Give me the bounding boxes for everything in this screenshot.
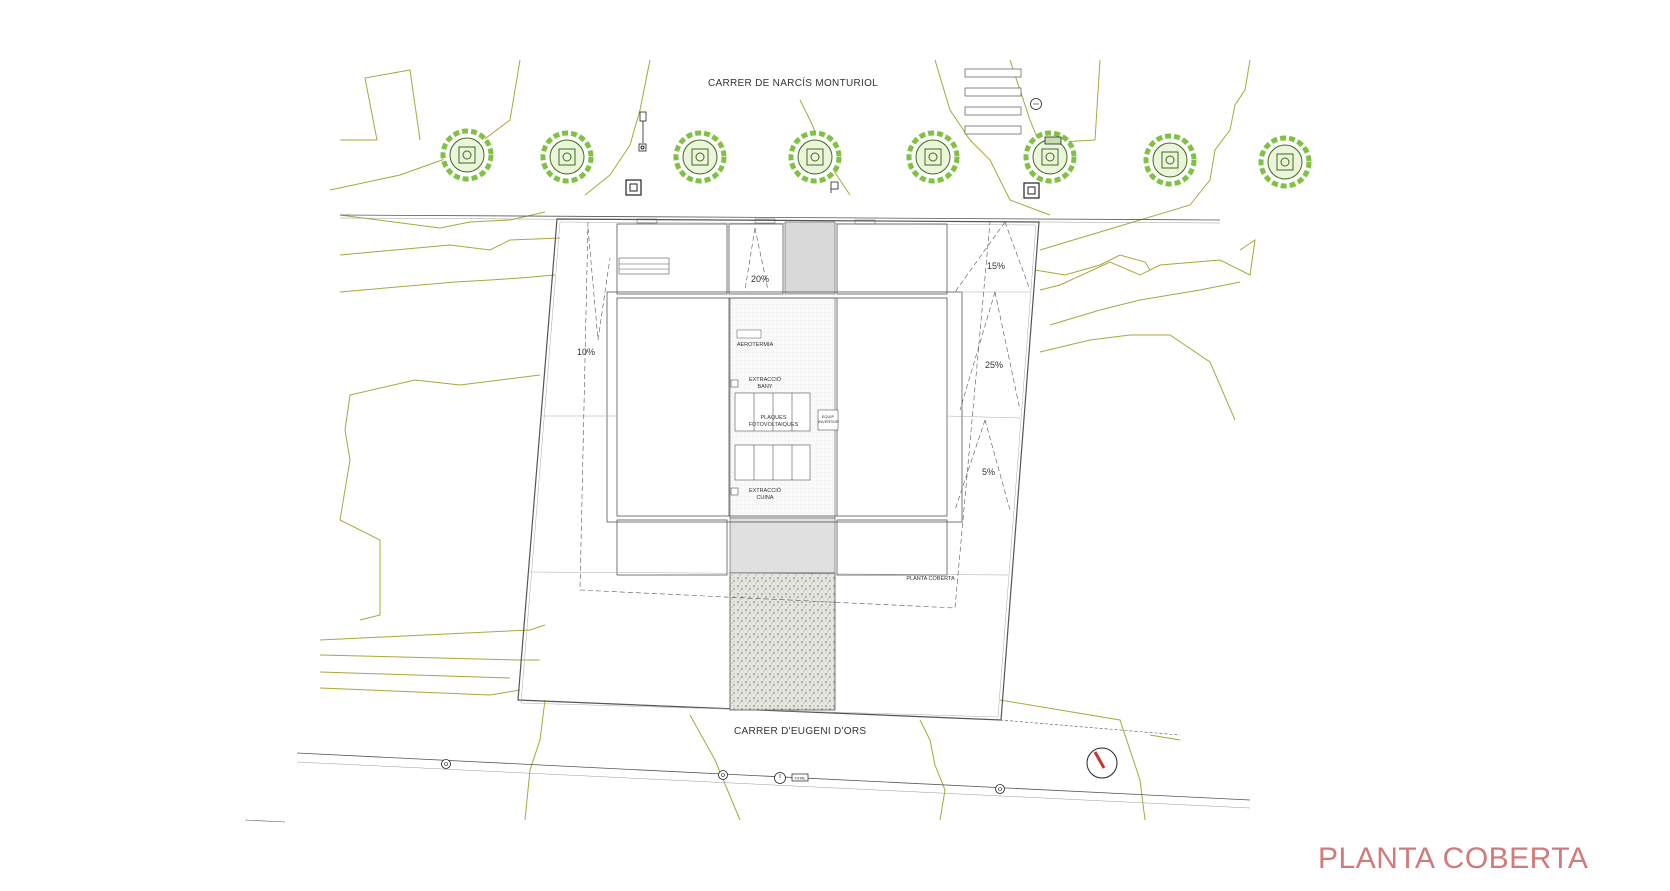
- kitchen-extraction-label: EXTRACCIÓ CUINA: [748, 488, 782, 501]
- clock-icon: [774, 772, 786, 784]
- bench-icon: [1044, 136, 1062, 145]
- meter-box: [791, 773, 809, 782]
- tree-icon: [1143, 133, 1197, 187]
- tree-icon: [673, 130, 727, 184]
- waste-bin-icon: [625, 179, 642, 196]
- aerothermal-label: AEROTERMIA: [736, 342, 774, 348]
- gravel-patio: [729, 572, 836, 711]
- slope-lines: [579, 221, 1031, 609]
- bath-extraction-label: EXTRACCIÓ BANY: [748, 377, 782, 390]
- tree-icon: [1023, 130, 1077, 184]
- slope-label-west: 10%: [577, 347, 596, 357]
- tree-icon: [788, 130, 842, 184]
- street-lines: [244, 214, 1251, 823]
- page-title: PLANTA COBERTA: [1318, 842, 1589, 875]
- meter-tag: TOTAL: [795, 777, 806, 781]
- manhole-icon: [441, 759, 451, 769]
- tree-icon: [540, 130, 594, 184]
- tree-icon: [1258, 135, 1312, 189]
- slope-label-east-top: 15%: [987, 261, 1006, 271]
- street-furniture: TOTAL: [441, 98, 1062, 794]
- roof-modules: [529, 218, 1030, 576]
- street-lamp-icon: [638, 111, 647, 152]
- slope-label-east-low: 5%: [982, 467, 996, 477]
- waste-bin-icon: [1023, 182, 1040, 199]
- manhole-icon: [718, 770, 728, 780]
- roof-plan-tag: PLANTA COBERTA: [906, 576, 955, 582]
- tree-icon: [906, 130, 960, 184]
- tree-icon: [440, 128, 494, 182]
- hydrant-icon: [830, 181, 839, 193]
- equipment-box-label: EQUIP INVERSOR: [818, 414, 839, 424]
- solar-panels-label: PLAQUES FOTOVOLTAIQUES: [748, 415, 799, 428]
- crosswalk: [964, 68, 1022, 135]
- north-arrow-icon: [1086, 747, 1118, 779]
- manhole-icon: [995, 784, 1005, 794]
- terrain-contours: [319, 59, 1256, 821]
- street-label-north: CARRER DE NARCÍS MONTURIOL: [708, 78, 879, 89]
- solar-panels: [730, 329, 839, 496]
- slope-label-top-center: 20%: [751, 274, 770, 284]
- slope-label-east-mid: 25%: [985, 360, 1004, 370]
- street-label-south: CARRER D'EUGENI D'ORS: [734, 726, 867, 737]
- manhole-icon: [1030, 98, 1042, 110]
- street-trees: [440, 128, 1312, 189]
